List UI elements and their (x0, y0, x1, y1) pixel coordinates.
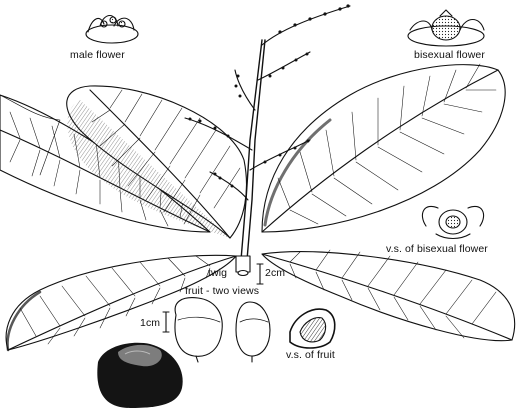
label-scale-1cm: 1cm (140, 317, 161, 329)
label-vs-bisexual-flower: v.s. of bisexual flower (386, 243, 488, 255)
fruit-photo (97, 342, 183, 408)
leaf-upper-right (261, 63, 506, 233)
vs-bisexual-flower-drawing (421, 206, 485, 240)
scale-1cm-bar (162, 311, 170, 333)
leaf-lower-right (261, 249, 516, 342)
label-male-flower: male flower (70, 49, 125, 61)
bisexual-flower-drawing (407, 9, 485, 47)
label-bisexual-flower: bisexual flower (414, 49, 485, 61)
fruit-view-2 (235, 301, 271, 363)
leaf-lower-left (5, 254, 237, 352)
label-twig: twig (208, 267, 228, 279)
scale-2cm-bar (256, 263, 264, 285)
fruit-view-1 (174, 297, 223, 363)
label-scale-2cm: 2cm (265, 267, 286, 279)
male-flower-drawing (85, 14, 139, 44)
label-fruit-two-views: fruit - two views (185, 285, 260, 297)
label-vs-fruit: v.s. of fruit (286, 349, 335, 361)
flower-buds (188, 4, 350, 188)
vs-fruit-drawing (289, 308, 336, 349)
